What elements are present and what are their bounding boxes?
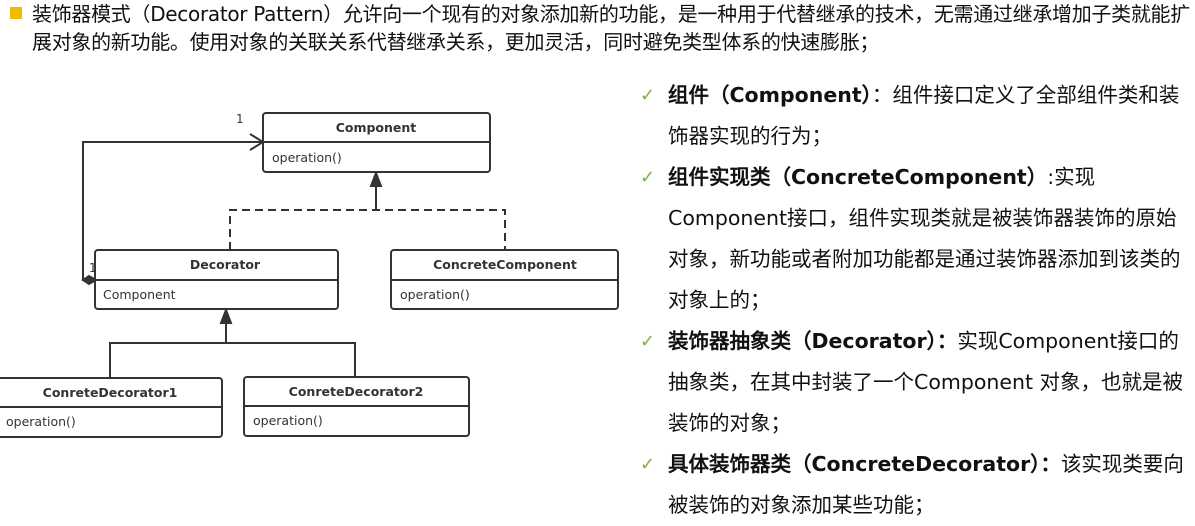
class-component: Component operation() (262, 112, 491, 173)
role-desc: :实现Component接口，组件实现类就是被装饰器装饰的原始对象，新功能或者附… (668, 165, 1181, 312)
class-decorator: Decorator Component (94, 249, 339, 310)
role-list: ✓ 组件（Component）：组件接口定义了全部组件类和装饰器实现的行为； ✓… (640, 75, 1195, 526)
filled-triangle-icon (369, 170, 383, 187)
class-member: Component (103, 287, 176, 302)
list-item: ✓ 装饰器抽象类（Decorator）：实现Component接口的抽象类，在其… (640, 321, 1195, 444)
class-member: operation() (253, 413, 323, 428)
list-item: ✓ 具体装饰器类（ConcreteDecorator）：该实现类要向被装饰的对象… (640, 444, 1195, 526)
class-name: Component (336, 120, 417, 135)
intro-text: 装饰器模式（Decorator Pattern）允许向一个现有的对象添加新的功能… (32, 2, 1190, 54)
class-name: Decorator (190, 257, 261, 272)
intro-paragraph: 装饰器模式（Decorator Pattern）允许向一个现有的对象添加新的功能… (8, 0, 1193, 56)
role-desc: 该实现类要向被装饰的对象添加某些功能； (668, 452, 1184, 517)
role-term: 组件实现类（ConcreteComponent） (668, 165, 1048, 189)
generalization-line (109, 322, 356, 378)
class-member: operation() (6, 414, 76, 429)
class-name: ConcreteComponent (433, 257, 577, 272)
square-bullet-icon (10, 7, 22, 19)
realization-line (229, 209, 506, 250)
class-member: operation() (272, 150, 342, 165)
list-item: ✓ 组件实现类（ConcreteComponent）:实现Component接口… (640, 157, 1195, 321)
role-desc: 实现Component接口的抽象类，在其中封装了一个Component 对象，也… (668, 329, 1184, 435)
role-desc: ：组件接口定义了全部组件类和装饰器实现的行为； (668, 83, 1180, 148)
check-icon: ✓ (640, 331, 656, 352)
role-term: 组件（Component） (668, 83, 872, 107)
class-concrete-decorator-1: ConreteDecorator1 operation() (0, 377, 223, 438)
class-name: ConreteDecorator1 (43, 385, 178, 400)
multiplicity-label: 1 (236, 112, 244, 126)
multiplicity-label: 1 (89, 261, 97, 275)
role-term: 具体装饰器类（ConcreteDecorator）： (668, 452, 1061, 476)
check-icon: ✓ (640, 454, 656, 475)
class-concrete-component: ConcreteComponent operation() (390, 249, 619, 310)
role-term: 装饰器抽象类（Decorator）： (668, 329, 958, 353)
check-icon: ✓ (640, 85, 656, 106)
class-member: operation() (400, 287, 470, 302)
class-concrete-decorator-2: ConreteDecorator2 operation() (243, 376, 470, 437)
class-name: ConreteDecorator2 (289, 384, 424, 399)
uml-class-diagram: 1 1 Component operation() Decorator Comp… (0, 112, 619, 438)
check-icon: ✓ (640, 167, 656, 188)
list-item: ✓ 组件（Component）：组件接口定义了全部组件类和装饰器实现的行为； (640, 75, 1195, 157)
filled-triangle-icon (219, 307, 233, 324)
